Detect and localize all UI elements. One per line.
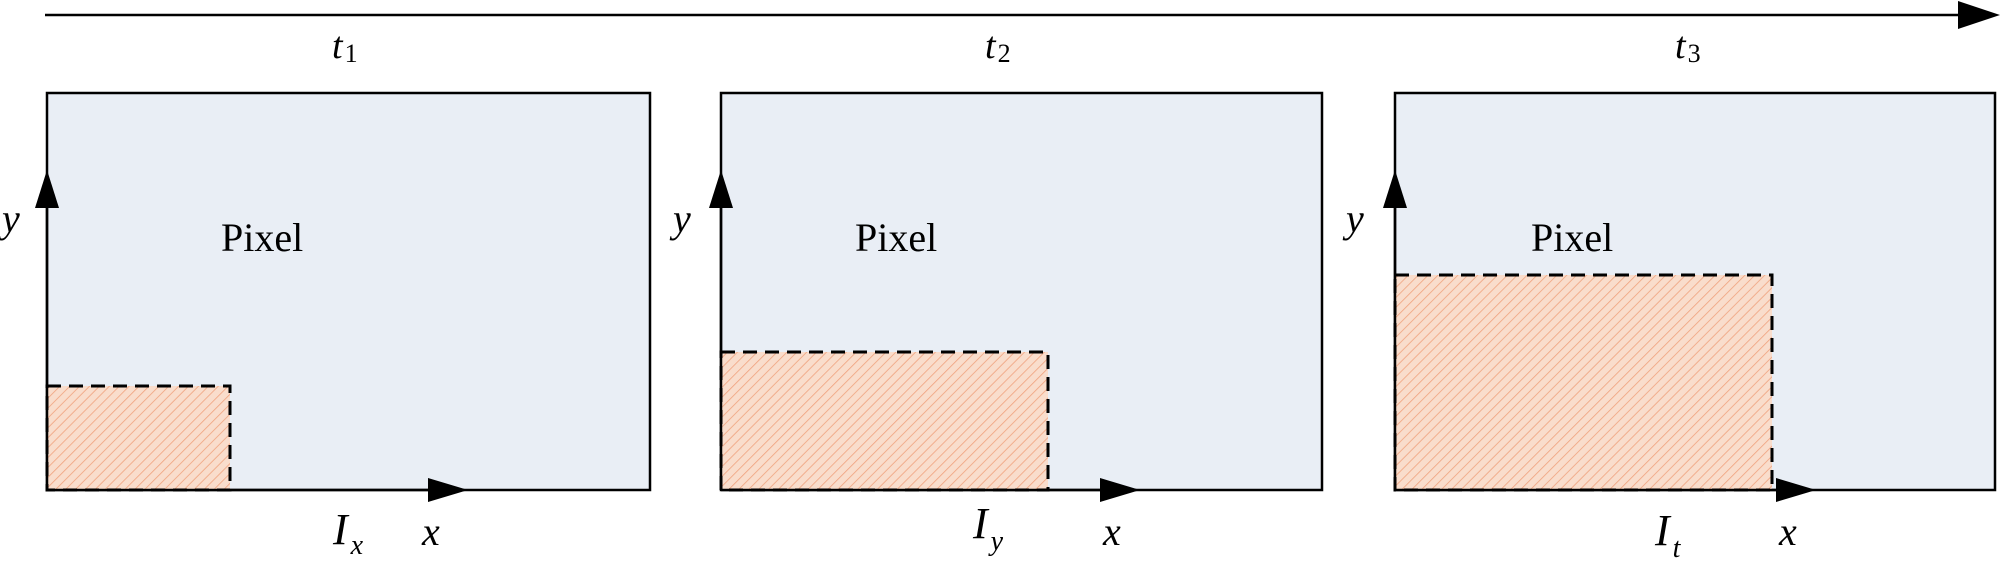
y-axis-label: y (1342, 196, 1364, 241)
x-axis-label: x (421, 509, 440, 554)
time-label-3: t3 (1675, 25, 1701, 68)
x-axis-arrowhead (1776, 478, 1816, 502)
x-axis-arrowhead (1100, 478, 1140, 502)
intensity-region (719, 350, 1050, 492)
y-axis-label: y (669, 196, 691, 241)
intensity-region (1393, 273, 1774, 492)
time-label-2: t2 (985, 25, 1011, 68)
y-axis-label: y (0, 196, 20, 241)
x-axis-label: x (1102, 509, 1121, 554)
pixel-label: Pixel (221, 215, 303, 260)
intensity-region (45, 384, 232, 492)
y-axis-arrowhead (709, 170, 733, 208)
x-axis-label: x (1778, 509, 1797, 554)
pixel-label: Pixel (855, 215, 937, 260)
timeline-arrowhead (1958, 1, 2000, 29)
x-axis-arrowhead (428, 478, 468, 502)
y-axis-arrowhead (35, 170, 59, 208)
timeline: t1 t2 t3 (45, 1, 2000, 68)
y-axis-arrowhead (1383, 170, 1407, 208)
pixel-label: Pixel (1531, 215, 1613, 260)
time-label-1: t1 (332, 25, 358, 68)
